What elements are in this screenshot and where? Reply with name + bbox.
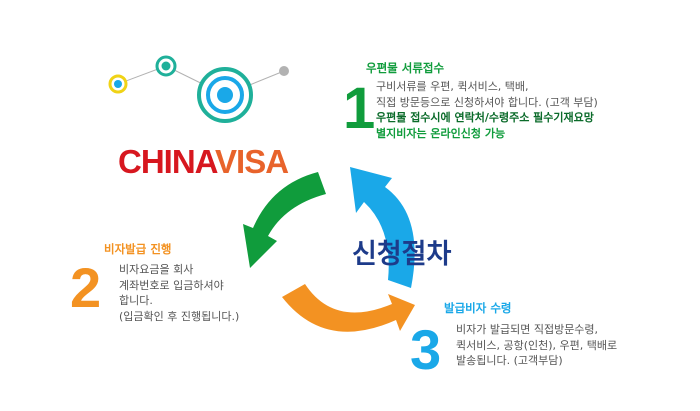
- large-target-dot-center: [217, 87, 233, 103]
- orange-arrow: [282, 284, 415, 332]
- step-2-line: (입금확인 후 진행됩니다.): [119, 309, 240, 323]
- step-3-number: 3: [410, 318, 442, 381]
- logo-china: CHINA: [118, 143, 216, 180]
- step-3-title: 발급비자 수령: [444, 301, 512, 315]
- step-3-line: 발송됩니다. (고객부담): [456, 354, 563, 367]
- step-2-line: 계좌번호로 입금하셔야: [119, 278, 224, 292]
- process-title: 신청절차: [352, 239, 452, 270]
- step-2-line: 합니다.: [119, 294, 153, 307]
- step-2-number: 2: [70, 256, 102, 319]
- step-1-description: 구비서류를 우편, 퀵서비스, 택배, 직접 방문등으로 신청하셔야 합니다. …: [376, 79, 598, 141]
- logo-visa: VISA: [215, 143, 289, 180]
- step-1-emphasis: 별지비자는 온라인신청 가능: [376, 126, 506, 140]
- step-3-description: 비자가 발급되면 직접방문수령, 퀵서비스, 공항(인천), 우편, 택배로 발…: [456, 322, 617, 369]
- step-2-description: 비자요금을 회사 계좌번호로 입금하셔야 합니다. (입금확인 후 진행됩니다.…: [119, 262, 239, 324]
- step-1-emphasis: 우편물 접수시에 연락처/수령주소 필수기재요망: [376, 111, 594, 124]
- step-2-title: 비자발급 진행: [104, 242, 172, 256]
- yellow-ring-dot-center: [114, 80, 122, 88]
- step-1-line: 직접 방문등으로 신청하셔야 합니다. (고객 부담): [376, 95, 598, 109]
- green-arrow: [243, 172, 326, 268]
- step-3-line: 비자가 발급되면 직접방문수령,: [456, 323, 599, 336]
- step-1-line: 구비서류를 우편, 퀵서비스, 택배,: [376, 80, 529, 93]
- brand-logo: CHINAVISA: [118, 143, 289, 181]
- step-1-number: 1: [343, 76, 376, 141]
- gray-dot: [279, 66, 289, 76]
- step-2-line: 비자요금을 회사: [119, 263, 194, 276]
- step-3-line: 퀵서비스, 공항(인천), 우편, 택배로: [456, 338, 618, 352]
- blue-arrow: [350, 167, 415, 288]
- step-1-title: 우편물 서류접수: [366, 61, 445, 75]
- teal-ring-dot-center: [161, 61, 171, 71]
